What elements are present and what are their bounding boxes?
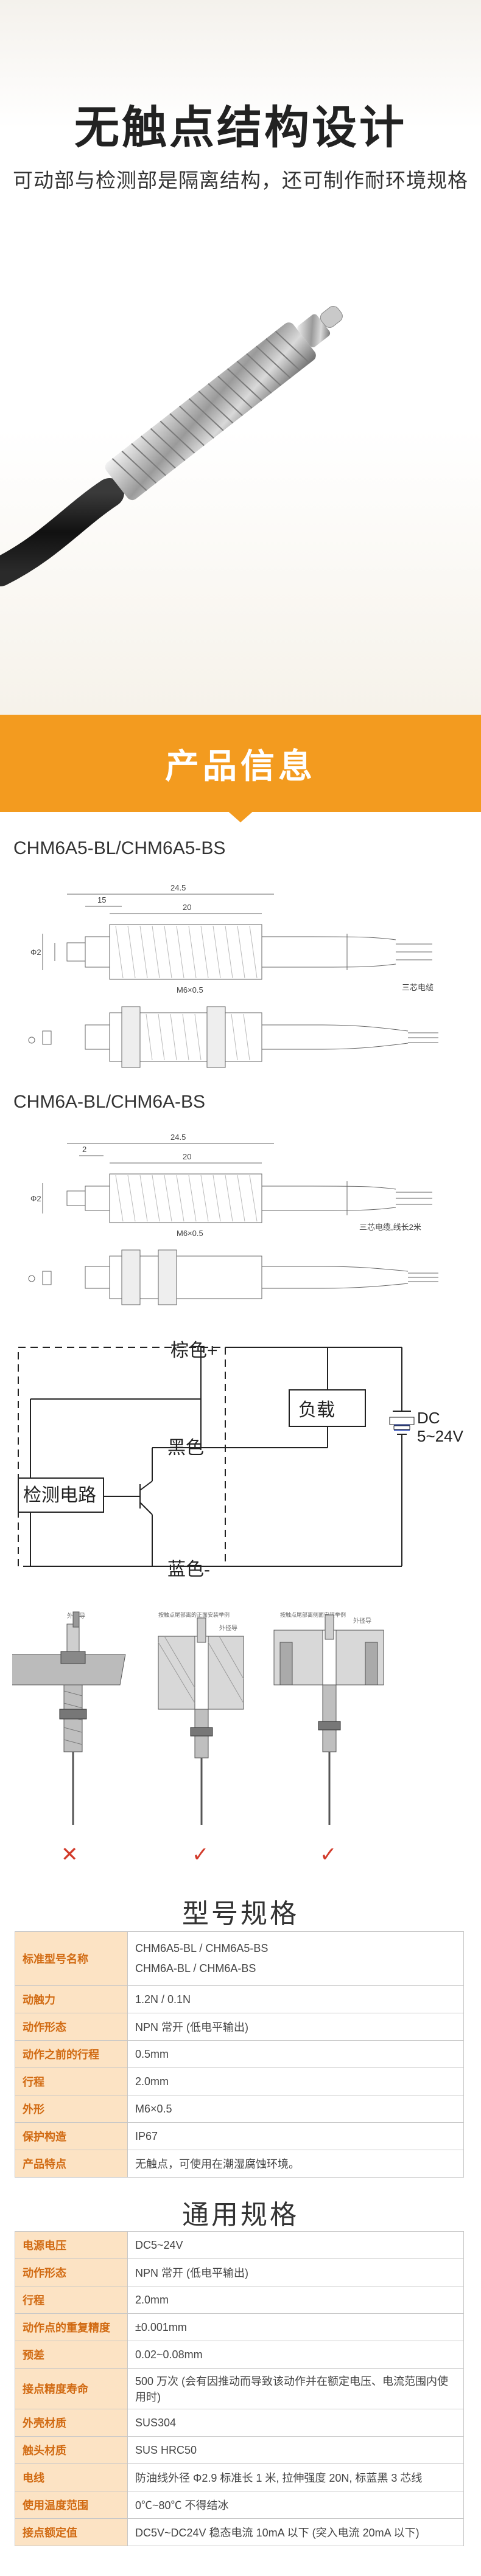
model-spec-table: 标准型号名称 CHM6A5-BL / CHM6A5-BS CHM6A-BL / C…: [15, 1931, 464, 2178]
cable-label-2: 三芯电缆,线长2米: [359, 1223, 421, 1232]
dim-thread-1: 15: [97, 895, 106, 904]
banner-notch: [225, 809, 256, 822]
spec-value: CHM6A5-BL / CHM6A5-BS: [135, 1942, 269, 1954]
hero-subtitle: 可动部与检测部是隔离结构，还可制作耐环境规格: [13, 169, 468, 192]
cross-mark: ✕: [61, 1843, 79, 1866]
dim-body-1: 20: [183, 903, 191, 912]
brown-wire-label: 棕色+: [170, 1341, 218, 1361]
dc-label: DC: [417, 1409, 440, 1427]
dim-body-2: 20: [183, 1152, 191, 1161]
table-row: 电线防油线外径 Φ2.9 标准长 1 米, 拉伸强度 20N, 标蓝黑 3 芯线: [15, 2463, 464, 2491]
svg-text:外径导: 外径导: [219, 1624, 237, 1632]
hero-title: 无触点结构设计: [74, 102, 407, 153]
blue-wire-label: 蓝色-: [167, 1560, 210, 1580]
dimension-drawing-2: 24.5 2 20 M6×0.5 Φ2 三芯电缆,线长2米: [28, 1133, 438, 1305]
check-mark-1: ✓: [192, 1843, 209, 1866]
banner-title: 产品信息: [165, 747, 316, 785]
dim-total-1: 24.5: [170, 883, 186, 892]
svg-text:按触点尾部离侧面安装举例: 按触点尾部离侧面安装举例: [280, 1611, 346, 1618]
dim-thread-2: 2: [82, 1145, 86, 1154]
dimension-drawing-1: 24.5 15 20 M6×0.5 Φ2 三芯电缆: [28, 883, 438, 1068]
model-spec-title: 型号规格: [182, 1899, 299, 1929]
table-row: 标准型号名称 CHM6A5-BL / CHM6A5-BS CHM6A-BL / C…: [15, 1931, 464, 1986]
hero-section: 无触点结构设计 可动部与检测部是隔离结构，还可制作耐环境规格: [0, 0, 481, 715]
dim-total-2: 24.5: [170, 1133, 186, 1142]
dim-thread-spec-1: M6×0.5: [177, 985, 203, 995]
model-label-1: CHM6A5-BL/CHM6A5-BS: [13, 838, 226, 858]
product-info-banner: 产品信息: [0, 715, 481, 812]
voltage-label: 5~24V: [417, 1427, 464, 1445]
model-label-2: CHM6A-BL/CHM6A-BS: [13, 1092, 206, 1112]
dim-thread-spec-2: M6×0.5: [177, 1229, 203, 1238]
black-wire-label: 黑色: [167, 1438, 204, 1458]
spec-value: CHM6A-BL / CHM6A-BS: [135, 1962, 256, 1974]
dim-dia-1: Φ2: [30, 948, 41, 957]
load-label: 负载: [298, 1400, 335, 1420]
cable-label-1: 三芯电缆: [402, 983, 434, 992]
detect-circuit-box: [18, 1477, 104, 1513]
wiring-circuit-diagram: 棕色+ 黑色 蓝色- 负载 DC 5~24V 检测电路: [18, 1341, 464, 1580]
dim-dia-2: Φ2: [30, 1194, 41, 1203]
svg-text:按触点尾部离的正面安装举例: 按触点尾部离的正面安装举例: [158, 1611, 230, 1618]
spec-key: 标准型号名称: [15, 1931, 128, 1986]
detect-circuit-label: 检测电路: [23, 1485, 96, 1505]
table-row: 动作点的重复精度±0.001mm: [15, 2313, 464, 2341]
general-spec-title: 通用规格: [182, 2200, 299, 2230]
svg-text:外径导: 外径导: [353, 1617, 371, 1625]
check-mark-2: ✓: [320, 1843, 337, 1866]
mounting-examples: 外径导 按触点尾部离的正面安装举例 外径导 按触点尾部离侧面安装举例 外径导 ✕…: [12, 1611, 384, 1866]
table-row: 产品特点无触点，可使用在潮湿腐蚀环境。: [15, 2150, 464, 2178]
sensor-product-photo: [0, 305, 343, 586]
